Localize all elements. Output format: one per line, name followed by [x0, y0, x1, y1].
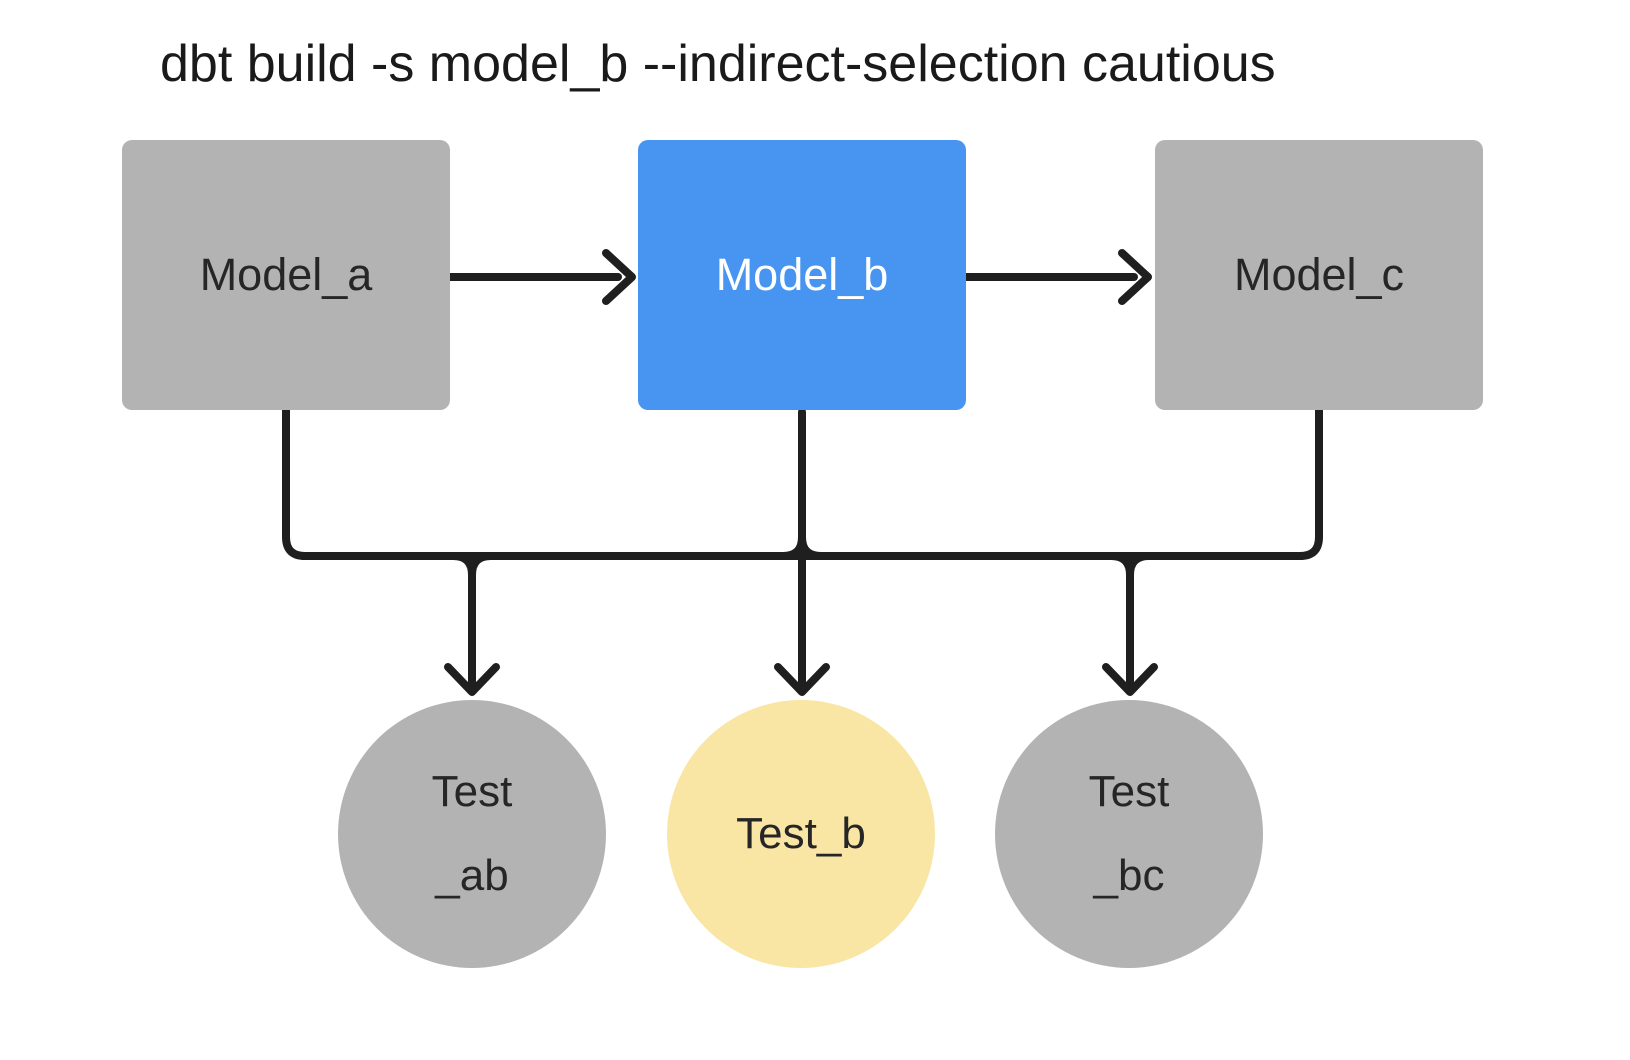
- node-test-b-indirect: Test_b: [667, 700, 935, 968]
- node-test-bc-label-line1: Test: [1088, 767, 1170, 816]
- node-model-b-selected: Model_b: [638, 140, 966, 410]
- edge-branch-test-bc: [1102, 552, 1158, 696]
- edge-model-b-to-model-c: [962, 249, 1152, 305]
- node-model-c-label: Model_c: [1233, 249, 1405, 300]
- node-model-b-label: Model_b: [715, 249, 889, 300]
- diagram-title: dbt build -s model_b --indirect-selectio…: [160, 35, 1276, 93]
- node-test-ab: Test _ab: [338, 700, 606, 968]
- edge-model-a-to-model-b: [446, 249, 636, 305]
- edge-branch-test-ab: [444, 552, 500, 696]
- node-model-a: Model_a: [122, 140, 450, 410]
- node-test-bc-label-line2: _bc: [1093, 851, 1165, 900]
- edge-model-b-to-test-b: [774, 408, 830, 696]
- node-model-a-label: Model_a: [199, 249, 373, 300]
- node-test-bc: Test _bc: [995, 700, 1263, 968]
- node-test-ab-label-line1: Test: [431, 767, 513, 816]
- node-test-b-label: Test_b: [736, 809, 866, 858]
- node-model-c: Model_c: [1155, 140, 1483, 410]
- node-test-ab-label-line2: _ab: [435, 851, 509, 900]
